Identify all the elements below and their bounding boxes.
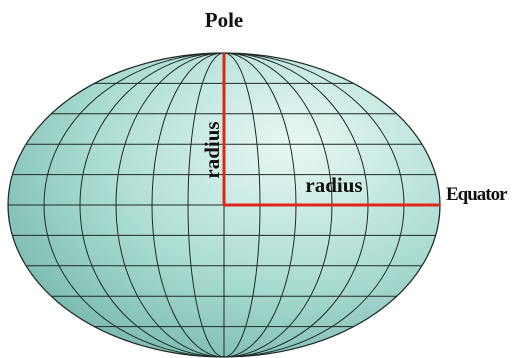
pole-label: Pole bbox=[205, 8, 243, 32]
equator-label: Equator bbox=[446, 184, 508, 205]
vertical-radius-label: radius bbox=[200, 121, 224, 178]
horizontal-radius-label: radius bbox=[305, 173, 362, 197]
